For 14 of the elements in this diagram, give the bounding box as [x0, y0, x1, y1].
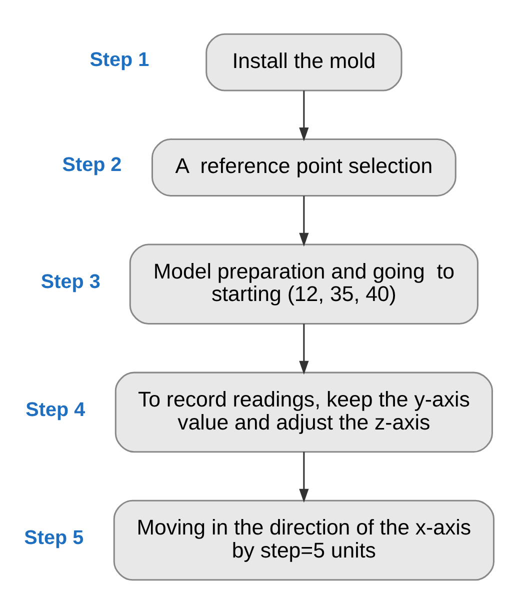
arrow	[299, 323, 309, 374]
arrow	[299, 451, 309, 502]
arrow	[299, 195, 309, 246]
node-label: Step 4	[26, 398, 86, 420]
node-box: Moving in the direction of the x-axis by step=5 units	[113, 499, 494, 580]
arrow	[299, 90, 309, 141]
node-box: Install the mold	[206, 32, 402, 91]
node-label: Step 5	[24, 526, 84, 548]
node-label: Step 3	[40, 270, 100, 292]
node-label: Step 1	[90, 48, 150, 70]
node-label: Step 2	[62, 154, 122, 176]
node-box: A reference point selection	[151, 138, 456, 196]
node-box: To record readings, keep the y-axis value and adjust the z-axis	[114, 371, 493, 452]
node-box: Model preparation and going to starting (12, 35, 40)	[129, 243, 478, 324]
